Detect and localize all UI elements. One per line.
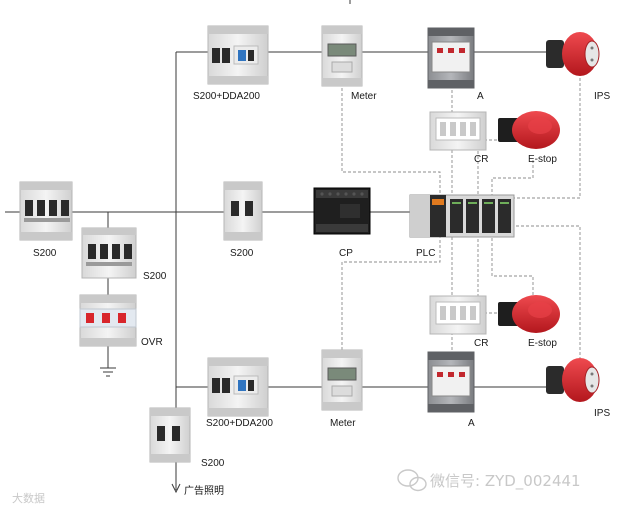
meter-top <box>321 25 363 87</box>
control-wiring <box>341 78 581 360</box>
s200-main-breaker <box>19 181 73 241</box>
bottom-left-watermark: 大数据 <box>12 492 45 505</box>
wechat-watermark: 微信号: ZYD_002441 <box>430 472 581 490</box>
label-contactor-bottom: A <box>468 418 475 429</box>
label-s200-ovr: S200 <box>143 271 167 282</box>
label-s200-ad: S200 <box>201 458 225 469</box>
label-cp: CP <box>339 248 353 259</box>
contactor-bottom <box>427 351 475 413</box>
label-estop-top: E-stop <box>528 154 557 165</box>
cr-relay-top <box>429 111 487 151</box>
wechat-watermark-icon <box>397 469 427 492</box>
cp-power-supply <box>313 187 371 235</box>
meter-bottom <box>321 349 363 411</box>
solid-wiring <box>5 0 548 494</box>
label-plc: PLC <box>416 248 436 259</box>
label-cr-bottom: CR <box>474 338 489 349</box>
label-s200-dda200-bottom: S200+DDA200 <box>206 418 273 429</box>
label-ad-lighting: 广告照明 <box>184 486 224 497</box>
label-meter-bottom: Meter <box>330 418 356 429</box>
label-ips-top: IPS <box>594 91 611 102</box>
estop-top <box>498 111 560 149</box>
label-ovr: OVR <box>141 337 163 348</box>
label-s200-dda200-top: S200+DDA200 <box>193 91 260 102</box>
ips-plug-bottom <box>546 358 600 402</box>
plc-controller <box>409 194 515 238</box>
ips-plug-top <box>546 32 600 76</box>
label-meter-top: Meter <box>351 91 377 102</box>
s200-dda200-top <box>207 25 269 85</box>
label-estop-bottom: E-stop <box>528 338 557 349</box>
ovr-surge-arrester <box>79 294 137 347</box>
estop-bottom <box>498 295 560 333</box>
label-s200-main: S200 <box>33 248 57 259</box>
label-s200-center: S200 <box>230 248 254 259</box>
label-contactor-top: A <box>477 91 484 102</box>
s200-ovr-breaker <box>81 227 137 279</box>
contactor-top <box>427 27 475 89</box>
label-cr-top: CR <box>474 154 489 165</box>
s200-center-breaker <box>223 181 263 241</box>
cr-relay-bottom <box>429 295 487 335</box>
s200-ad-breaker <box>149 407 191 463</box>
label-ips-bottom: IPS <box>594 408 611 419</box>
s200-dda200-bottom <box>207 357 269 417</box>
